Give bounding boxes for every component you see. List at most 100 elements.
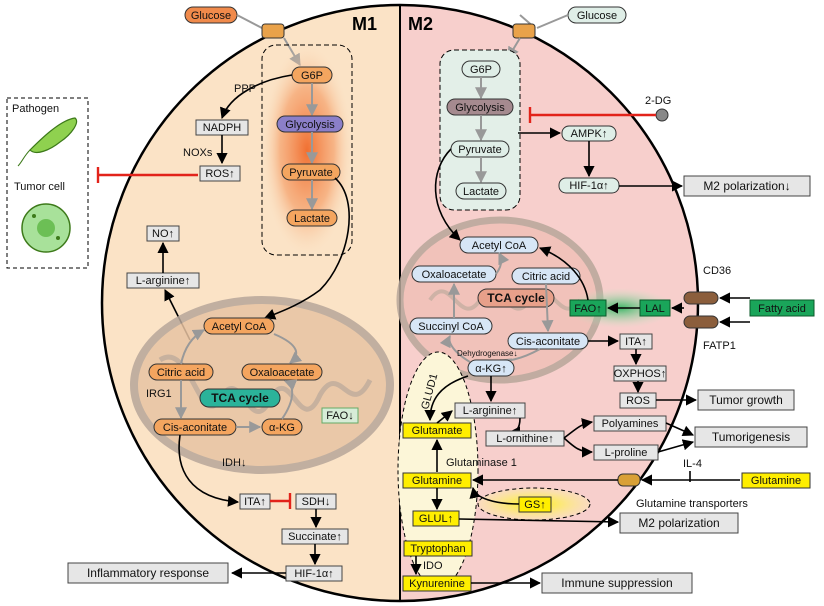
m1-glycolysis-box <box>261 44 353 256</box>
m2-ampk-label: AMPK↑ <box>571 128 608 140</box>
m2-glutamine-transporter <box>617 473 641 487</box>
m2-immune-label: Immune suppression <box>561 576 672 590</box>
m1-tca-label: TCA cycle <box>211 391 269 405</box>
m2-glucose-transporter <box>512 23 536 39</box>
panel-m2-title: M2 <box>408 14 433 34</box>
m2-tumorigenesis-label: Tumorigenesis <box>712 430 790 444</box>
legend-tumor-label: Tumor cell <box>14 181 65 193</box>
m2-glutamine-label: Glutamine <box>412 475 462 487</box>
m1-pyruvate-label: Pyruvate <box>289 167 332 179</box>
pathogen-icon <box>17 117 78 167</box>
m2-fatty-label: Fatty acid <box>758 303 806 315</box>
m1-no-label: NO↑ <box>152 228 174 240</box>
m2-glul-label: GLUL↑ <box>419 513 453 525</box>
m2-tumorgrowth-label: Tumor growth <box>709 393 783 407</box>
m1-tca-node <box>199 388 281 408</box>
m1-succinate-label: Succinate↑ <box>288 531 342 543</box>
m2-fao-label: FAO↑ <box>574 303 602 315</box>
m2-ita-label: ITA↑ <box>625 336 647 348</box>
m2-2dg-label: 2-DG <box>645 95 671 107</box>
m1-larginine-label: L-arginine↑ <box>136 275 190 287</box>
m2-m2pol1-node <box>683 175 811 197</box>
m1-irg1-label: IRG1 <box>146 388 172 400</box>
m2-side: Glucose G6P Glycolysis Pyruvate Lactate … <box>396 6 815 594</box>
m2-lproline-label: L-proline <box>605 447 648 459</box>
m2-immune-node <box>541 572 693 594</box>
m2-lactate-label: Lactate <box>463 186 499 198</box>
m2-tca-node <box>477 288 555 308</box>
m1-glucose-transporter <box>261 23 285 39</box>
m2-m2pol2-node <box>619 512 739 534</box>
tumor-cell-icon <box>21 203 71 253</box>
m2-larg-label: L-arginine↑ <box>463 405 517 417</box>
m2-2dg-dot <box>655 108 669 122</box>
m2-fatty-node <box>749 299 815 317</box>
m1-citric-label: Citric acid <box>157 367 205 379</box>
m2-tumorigenesis-node <box>694 426 808 448</box>
m1-inflam-label: Inflammatory response <box>87 566 209 580</box>
m1-cisacon-label: Cis-aconitate <box>163 422 227 434</box>
m2-succinyl-node <box>409 317 493 335</box>
m1-oxalo-node <box>241 363 323 381</box>
m2-tryptophan-label: Tryptophan <box>410 543 465 555</box>
m2-glutamine-ext-label: Glutamine <box>751 475 801 487</box>
m1-side: Glucose G6P Glycolysis Pyruvate Lactate … <box>67 6 394 584</box>
m2-lproline-node <box>593 444 659 461</box>
m2-kynurenine-label: Kynurenine <box>409 578 465 590</box>
m1-acetylcoa-label: Acetyl CoA <box>212 321 267 333</box>
m2-g6p-label: G6P <box>470 64 492 76</box>
m1-fao-node <box>321 407 359 424</box>
m1-ppp-label: PPP <box>234 83 256 95</box>
m2-tumorgrowth-node <box>697 389 795 411</box>
m1-inflam-node <box>67 562 229 584</box>
m2-cd36-transporter <box>683 291 719 305</box>
panel-m1-title: M1 <box>352 14 377 34</box>
m2-lal-label: LAL <box>645 303 665 315</box>
m2-acetylcoa-label: Acetyl CoA <box>472 240 527 252</box>
m1-acetylcoa-node <box>203 317 275 335</box>
m1-akg-label: α-KG <box>269 422 295 434</box>
m1-sdh-label: SDH↓ <box>302 496 331 508</box>
m2-oxphos-node <box>613 365 667 382</box>
m2-il4-label: IL-4 <box>683 458 702 470</box>
m2-lactate-node <box>455 182 507 200</box>
m1-g6p-label: G6P <box>301 70 323 82</box>
m1-lactate-node <box>286 209 338 227</box>
m2-ros-label: ROS <box>626 395 650 407</box>
m2-dehydro-label: Dehydrogenase↓ <box>457 349 517 358</box>
m2-fatp1-label: FATP1 <box>703 340 736 352</box>
m2-larg-node <box>454 402 526 419</box>
m2-hif-label: HIF-1α↑ <box>569 180 608 192</box>
m2-glutamate-label: Glutamate <box>412 425 463 437</box>
m2-akg-label: α-KG↑ <box>475 363 506 375</box>
m1-idh-label: IDH↓ <box>222 457 246 469</box>
m1-hif-label: HIF-1α↑ <box>294 568 333 580</box>
m2-ido-label: IDO <box>423 560 443 572</box>
m2-citric-label: Citric acid <box>522 271 570 283</box>
m2-fatp1-transporter <box>683 315 719 329</box>
m2-polyamines-label: Polyamines <box>602 418 659 430</box>
m2-tryptophan-node <box>403 540 473 557</box>
m1-glycolysis-label: Glycolysis <box>285 119 335 131</box>
m1-glycolysis-node <box>276 115 344 133</box>
m2-pyruvate-label: Pyruvate <box>458 144 501 156</box>
m1-no-node <box>146 225 180 242</box>
m1-ita-label: ITA↑ <box>244 496 266 508</box>
m2-glycolysis-label: Glycolysis <box>455 102 505 114</box>
m2-succinyl-label: Succinyl CoA <box>418 321 484 333</box>
m2-cd36-label: CD36 <box>703 265 731 277</box>
m2-glul-node <box>412 510 460 527</box>
m2-m2pol2-label: M2 polarization <box>638 516 719 530</box>
m2-gt-label: Glutamine transporters <box>636 498 748 510</box>
m2-cisacon-label: Cis-aconitate <box>516 336 580 348</box>
legend-pathogen-label: Pathogen <box>12 103 59 115</box>
m1-noxs-label: NOXs <box>183 147 213 159</box>
m2-gs-label: GS↑ <box>524 499 545 511</box>
m2-oxalo-label: Oxaloacetate <box>422 269 487 281</box>
m2-oxphos-label: OXPHOS↑ <box>614 368 667 380</box>
m2-lornithine-label: L-ornithine↑ <box>496 433 553 445</box>
m1-lactate-label: Lactate <box>294 213 330 225</box>
m1-ros-node <box>199 165 241 182</box>
m1-glucose-label: Glucose <box>191 10 231 22</box>
m2-glutaminase-label: Glutaminase 1 <box>446 457 517 469</box>
